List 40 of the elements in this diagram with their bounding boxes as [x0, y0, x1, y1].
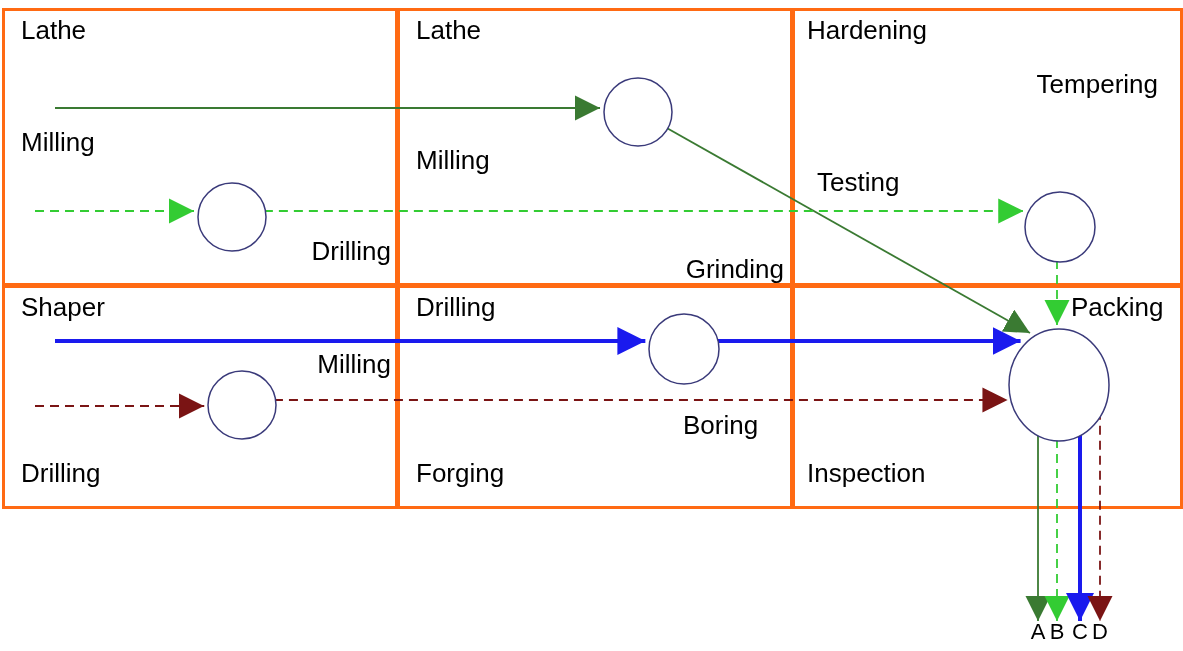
- department-area: [792, 8, 1183, 286]
- department-label: Boring: [683, 412, 759, 438]
- department-label: Hardening: [807, 17, 927, 43]
- department-area: [2, 8, 398, 286]
- department-area: [397, 285, 793, 509]
- workstation-circle: [1024, 191, 1096, 263]
- department-label: Drilling: [311, 238, 391, 264]
- workstation-circle: [1008, 328, 1110, 442]
- department-label: Shaper: [21, 294, 105, 320]
- department-label: Drilling: [21, 460, 101, 486]
- department-area: [2, 285, 398, 509]
- department-label: Drilling: [416, 294, 496, 320]
- department-label: Packing: [1071, 294, 1164, 320]
- product-label: C: [1072, 621, 1088, 643]
- workstation-circle: [603, 77, 673, 147]
- flow-arrow: [273, 387, 1009, 413]
- product-label: A: [1030, 621, 1046, 643]
- department-label: Inspection: [807, 460, 926, 486]
- product-label: B: [1049, 621, 1065, 643]
- flow-arrow: [34, 198, 196, 224]
- workstation-circle: [207, 370, 277, 440]
- flow-arrow: [1044, 259, 1070, 326]
- department-label: Milling: [21, 129, 95, 155]
- flow-arrow: [55, 327, 646, 355]
- department-label: Lathe: [21, 17, 87, 43]
- department-label: Milling: [416, 147, 490, 173]
- department-area: [792, 285, 1183, 509]
- flow-arrow: [716, 327, 1021, 355]
- flow-arrow: [34, 393, 206, 419]
- flow-arrow: [54, 95, 601, 121]
- product-label: D: [1092, 621, 1108, 643]
- department-label: Grinding: [685, 256, 784, 282]
- department-label: Tempering: [1036, 71, 1158, 97]
- department-label: Testing: [817, 169, 900, 195]
- department-area: [397, 8, 793, 286]
- department-label: Lathe: [416, 17, 482, 43]
- department-label: Forging: [416, 460, 505, 486]
- workstation-circle: [197, 182, 267, 252]
- workstation-circle: [648, 313, 720, 385]
- department-label: Milling: [317, 351, 391, 377]
